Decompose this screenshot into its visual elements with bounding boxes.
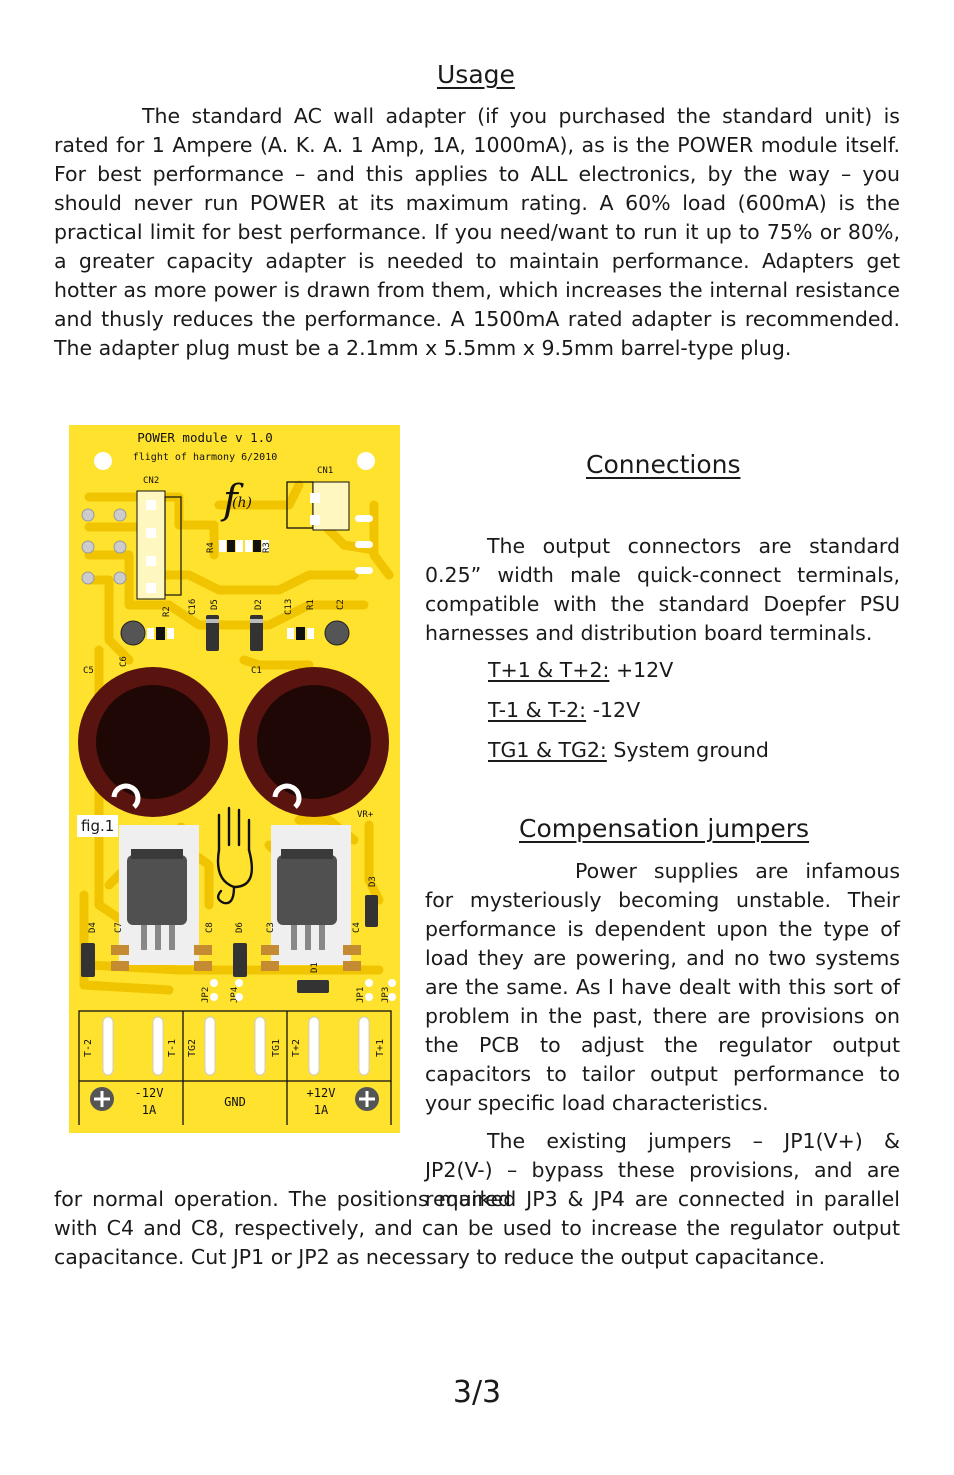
- svg-text:JP4: JP4: [230, 987, 240, 1003]
- jumpers-paragraph-2b: for normal operation. The positions mark…: [54, 1187, 900, 1269]
- svg-text:(h): (h): [232, 495, 252, 511]
- jumpers-paragraph-2a: The existing jumpers – JP1(V+) & JP2(V-)…: [425, 1129, 900, 1211]
- svg-text:CN1: CN1: [317, 466, 333, 476]
- terminal-t+1: T+1: [375, 1039, 386, 1057]
- voltage-regulators: [119, 825, 351, 965]
- svg-text:C1: C1: [251, 666, 262, 676]
- svg-text:R3: R3: [262, 542, 272, 553]
- svg-text:C2: C2: [336, 599, 346, 610]
- smd-row-top: [120, 615, 350, 651]
- neg-rail-label: -12V: [135, 1086, 164, 1100]
- svg-text:JP3: JP3: [381, 987, 391, 1003]
- connection-spec-positive: T+1 & T+2: +12V: [488, 658, 674, 682]
- terminal-block: T-2 T-1 TG2 TG1 T+2 T+1 -12V 1A GND +12V…: [78, 1010, 392, 1125]
- pos-rail-label: +12V: [307, 1086, 336, 1100]
- svg-text:D4: D4: [88, 922, 98, 933]
- svg-text:JP2: JP2: [201, 987, 211, 1003]
- board-subtitle: flight of harmony 6/2010: [133, 452, 278, 463]
- terminal-tg1: TG1: [271, 1039, 282, 1057]
- gnd-label: GND: [224, 1095, 246, 1109]
- terminal-t+2: T+2: [291, 1039, 302, 1057]
- svg-text:D2: D2: [254, 599, 264, 610]
- svg-text:C8: C8: [205, 922, 215, 933]
- svg-text:D5: D5: [210, 599, 220, 610]
- svg-text:R2: R2: [162, 606, 172, 617]
- pcb-figure: POWER module v 1.0 flight of harmony 6/2…: [69, 425, 400, 1133]
- connection-spec-negative: T-1 & T-2: -12V: [488, 698, 641, 722]
- cn2-connector: CN2: [136, 476, 182, 600]
- hand-icon: [216, 806, 254, 905]
- screw-icon: [90, 1087, 379, 1111]
- neg-amp-label: 1A: [142, 1103, 157, 1117]
- svg-text:CN2: CN2: [143, 476, 159, 486]
- svg-text:R4: R4: [206, 542, 216, 553]
- svg-text:D6: D6: [235, 922, 245, 933]
- pin-holes: [81, 508, 127, 585]
- svg-text:C4: C4: [352, 922, 362, 933]
- connections-heading: Connections: [586, 450, 741, 479]
- pad-row-right: [355, 515, 373, 574]
- smd-r4-r3: R4 R3: [206, 540, 272, 553]
- usage-paragraph: The standard AC wall adapter (if you pur…: [54, 104, 900, 360]
- svg-text:C7: C7: [114, 922, 124, 933]
- svg-text:C16: C16: [188, 599, 198, 615]
- fh-logo: f (h): [220, 477, 252, 523]
- svg-text:C6: C6: [119, 656, 129, 667]
- vr-label: VR+: [357, 810, 374, 820]
- smd-row-bottom: [81, 895, 396, 1001]
- figure-label: fig.1: [77, 815, 119, 837]
- svg-text:D3: D3: [368, 876, 378, 887]
- jumpers-heading: Compensation jumpers: [519, 814, 810, 843]
- page-number: 3/3: [452, 1375, 502, 1410]
- svg-text:C5: C5: [83, 666, 94, 676]
- pos-amp-label: 1A: [314, 1103, 329, 1117]
- component-labels-top: R2 C16 D5 D2 C13 R1 C2 C6 C5 C1: [83, 599, 346, 676]
- terminal-t-1: T-1: [167, 1039, 178, 1057]
- svg-text:D1: D1: [310, 962, 320, 973]
- usage-heading: Usage: [437, 60, 515, 89]
- connections-paragraph: The output connectors are standard 0.25”…: [425, 534, 900, 645]
- electrolytic-capacitors: [78, 667, 389, 817]
- cn1-connector: CN1: [286, 466, 350, 531]
- svg-text:R1: R1: [306, 599, 316, 610]
- component-labels-bottom: D3 D4 C7 C8 D6 C3 C4 D1 JP2 JP4 JP1 JP3: [88, 876, 391, 1003]
- connection-spec-ground: TG1 & TG2: System ground: [488, 738, 769, 762]
- board-title: POWER module v 1.0: [137, 430, 272, 445]
- terminal-tg2: TG2: [187, 1039, 198, 1057]
- svg-text:JP1: JP1: [356, 987, 366, 1003]
- svg-text:C3: C3: [266, 922, 276, 933]
- svg-text:C13: C13: [284, 599, 294, 615]
- terminal-t-2: T-2: [83, 1039, 94, 1057]
- mounting-holes: [94, 452, 375, 470]
- jumpers-paragraph-1: Power supplies are infamous for mysterio…: [425, 859, 900, 1115]
